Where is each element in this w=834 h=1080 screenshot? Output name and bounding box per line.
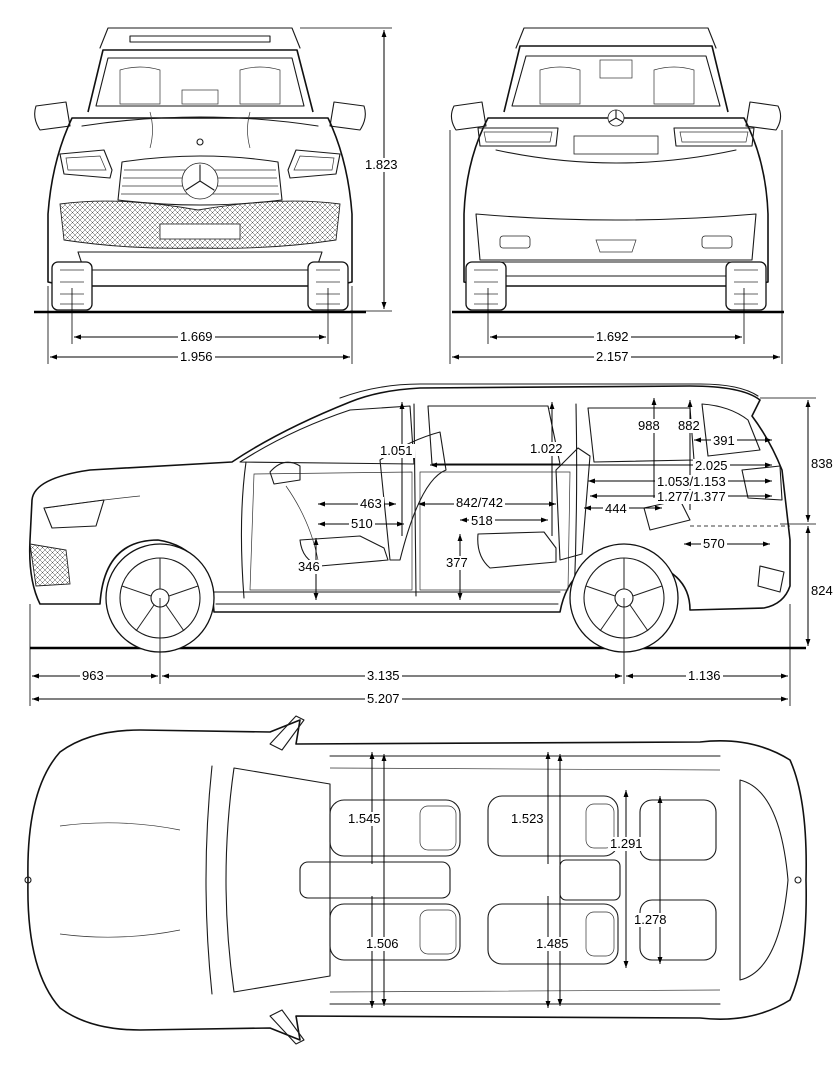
second-row-seat-height-label: 377 [444,555,470,570]
cargo-length-d-label: 1.277/1.377 [655,489,728,504]
upper-rear-height-label: 838 [809,456,834,471]
second-row-headroom-label: 1.022 [528,441,565,456]
second-row-legroom-label: 842/742 [454,495,505,510]
second-row-shoulder-room-label: 1.523 [509,811,546,826]
front-track-label: 1.669 [178,329,215,344]
third-row-headroom-label: 988 [636,418,662,433]
front-height-label: 1.823 [363,157,400,172]
lower-rear-height-label: 824 [809,583,834,598]
second-row-elbow-room-label: 1.485 [534,936,571,951]
second-row-seat-depth-label: 518 [469,513,495,528]
wheelbase-label: 3.135 [365,668,402,683]
third-row-shoulder-room-label: 1.291 [608,836,645,851]
front-seat-depth-label: 510 [349,516,375,531]
rear-overhang-label: 1.136 [686,668,723,683]
third-row-legroom-label: 444 [603,501,629,516]
top-view [24,715,807,1045]
third-row-elbow-room-label: 1.278 [632,912,669,927]
front-overhang-label: 963 [80,668,106,683]
loading-sill-label: 570 [701,536,727,551]
cargo-length-a-label: 391 [711,433,737,448]
front-view [34,27,392,364]
front-headroom-label: 1.051 [378,443,415,458]
side-view [28,383,816,706]
overall-length-label: 5.207 [365,691,402,706]
front-seat-height-label: 346 [296,559,322,574]
front-width-label: 1.956 [178,349,215,364]
cargo-length-b-label: 2.025 [693,458,730,473]
rear-track-label: 1.692 [594,329,631,344]
rear-view [449,27,784,364]
front-elbow-room-label: 1.506 [364,936,401,951]
cargo-length-c-label: 1.053/1.153 [655,474,728,489]
front-legroom-label: 463 [358,496,384,511]
rear-width-label: 2.157 [594,349,631,364]
cargo-height-label: 882 [676,418,702,433]
front-shoulder-room-label: 1.545 [346,811,383,826]
